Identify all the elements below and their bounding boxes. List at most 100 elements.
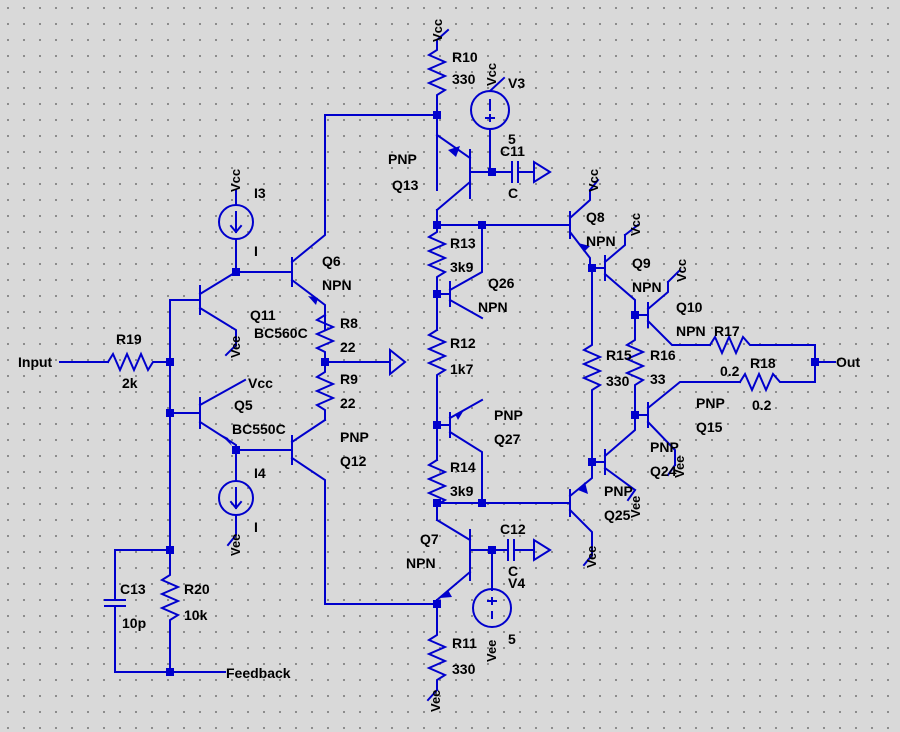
v4-voltage-source[interactable]: [472, 549, 512, 628]
c13-capacitor[interactable]: [104, 549, 126, 673]
q9-type: NPN: [632, 279, 662, 295]
q5-label: Q5: [234, 397, 253, 413]
r15-resistor[interactable]: [581, 267, 603, 463]
r13-resistor[interactable]: [426, 224, 448, 331]
q7-transistor[interactable]: [435, 518, 493, 602]
r18-resistor[interactable]: [738, 361, 816, 393]
r13-value: 3k9: [450, 259, 474, 275]
vcc-symbol-q8: [588, 178, 600, 192]
q9-label: Q9: [632, 255, 651, 271]
i4-label: I4: [254, 465, 266, 481]
bias-flag: [389, 347, 407, 377]
vee-symbol-q25: [582, 553, 594, 567]
vee-label-q24: Vee: [672, 456, 687, 478]
r15-value: 330: [606, 373, 630, 389]
feedback-label: Feedback: [226, 665, 291, 681]
vee-label-q11: Vee: [228, 336, 243, 358]
q25-label: Q25: [604, 507, 631, 523]
q6-transistor[interactable]: [235, 114, 438, 331]
r15-label: R15: [606, 347, 632, 363]
vee-label-r11: Vee: [428, 690, 443, 712]
v3-voltage-source[interactable]: [470, 76, 510, 173]
q26-transistor[interactable]: [436, 224, 484, 320]
i4-current-source[interactable]: [218, 449, 254, 547]
vee-symbol-q24: [626, 488, 637, 502]
vcc-label-v3: Vcc: [484, 63, 499, 86]
r8-label: R8: [340, 315, 358, 331]
q10-label: Q10: [676, 299, 703, 315]
r12-value: 1k7: [450, 361, 474, 377]
q26-type: NPN: [478, 299, 508, 315]
q5-transistor[interactable]: [198, 378, 247, 461]
q15-label: Q15: [696, 419, 723, 435]
q27-transistor[interactable]: [436, 398, 484, 504]
r14-resistor[interactable]: [426, 458, 448, 507]
q12-transistor[interactable]: [235, 418, 438, 605]
q13-label: Q13: [392, 177, 419, 193]
q24-transistor[interactable]: [591, 414, 637, 492]
q8-label: Q8: [586, 209, 605, 225]
r18-label: R18: [750, 355, 776, 371]
c11-capacitor[interactable]: [491, 160, 552, 184]
q25-transistor[interactable]: [556, 461, 593, 556]
r11-resistor[interactable]: [426, 599, 448, 702]
v4-value: 5: [508, 631, 516, 647]
r8-resistor[interactable]: [314, 313, 336, 363]
c11-label: C11: [500, 143, 525, 159]
r8-value: 22: [340, 339, 356, 355]
q11-part: BC560C: [254, 325, 308, 341]
vee-label-q23: Vee: [584, 546, 599, 568]
v3-label: V3: [508, 75, 525, 91]
c13-value: 10p: [122, 615, 146, 631]
q11-label: Q11: [250, 307, 276, 323]
vee-symbol-q15: [666, 463, 677, 477]
r13-label: R13: [450, 235, 476, 251]
r16-value: 33: [650, 371, 666, 387]
r9-label: R9: [340, 371, 358, 387]
r20-resistor[interactable]: [159, 549, 181, 673]
q24-type: PNP: [650, 439, 679, 455]
vcc-symbol-q10: [666, 268, 682, 284]
q10-transistor[interactable]: [634, 281, 711, 346]
r12-resistor[interactable]: [426, 328, 448, 461]
r9-resistor[interactable]: [314, 361, 336, 421]
r16-label: R16: [650, 347, 676, 363]
v3-value: 5: [508, 131, 516, 147]
q6-label: Q6: [322, 253, 341, 269]
q15-transistor[interactable]: [634, 381, 741, 466]
q15-type: PNP: [696, 395, 725, 411]
q8-type: NPN: [586, 233, 616, 249]
r19-label: R19: [116, 331, 142, 347]
q12-label: Q12: [340, 453, 367, 469]
q8-transistor[interactable]: [556, 189, 591, 269]
q11-transistor[interactable]: [198, 270, 238, 357]
i3-value: I: [254, 243, 258, 259]
q27-label: Q27: [494, 431, 521, 447]
r12-label: R12: [450, 335, 476, 351]
q9-transistor[interactable]: [591, 234, 636, 316]
q12-type: PNP: [340, 429, 369, 445]
input-label: Input: [18, 354, 53, 370]
r17-resistor[interactable]: [708, 334, 816, 363]
q27-type: PNP: [494, 407, 523, 423]
vcc-label-q5: Vcc: [248, 375, 273, 391]
r19-resistor[interactable]: [106, 351, 171, 373]
q13-type: PNP: [388, 151, 417, 167]
q6-type: NPN: [322, 277, 352, 293]
r11-value: 330: [452, 661, 476, 677]
q7-type: NPN: [406, 555, 436, 571]
vcc-label-q10: Vcc: [674, 259, 689, 282]
q10-type: NPN: [676, 323, 706, 339]
v4-label: V4: [508, 575, 525, 591]
r17-value: 0.2: [720, 363, 740, 379]
q24-label: Q24: [650, 463, 677, 479]
i3-current-source[interactable]: [218, 189, 254, 273]
q7-label: Q7: [420, 531, 439, 547]
c12-capacitor[interactable]: [491, 538, 552, 562]
c12-label: C12: [500, 521, 526, 537]
r10-resistor[interactable]: [426, 39, 448, 191]
out-label: Out: [836, 354, 860, 370]
vcc-label-q9: Vcc: [628, 213, 643, 236]
r16-resistor[interactable]: [624, 314, 646, 416]
